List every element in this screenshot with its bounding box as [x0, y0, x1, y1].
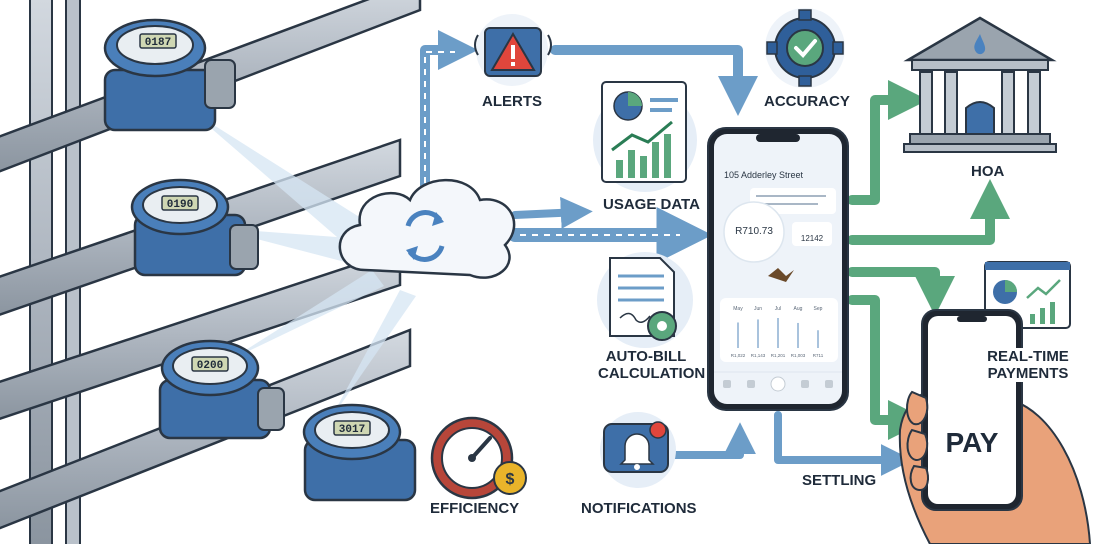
- hand-holding-phone: PAY: [898, 309, 1092, 544]
- label-auto-bill-line1: AUTO-BILL: [605, 348, 687, 365]
- water-meter-1: 0187: [103, 18, 236, 132]
- month-amount: R1,022: [731, 353, 746, 358]
- month-amount: R711: [813, 353, 824, 358]
- label-real-time-line2: PAYMENTS: [987, 365, 1069, 382]
- month-label: Jul: [775, 306, 781, 312]
- hoa-building-icon: [903, 16, 1057, 153]
- meter-3-reading: 0200: [197, 360, 223, 372]
- mobile-app-phone: 105 Adderley Street R710.73 12142 MayR1,…: [707, 127, 849, 411]
- label-auto-bill-line2: CALCULATION: [598, 365, 706, 382]
- month-amount: R1,003: [791, 353, 806, 358]
- meter-2-reading: 0190: [167, 199, 193, 211]
- auto-bill-document-icon: [597, 252, 693, 348]
- label-real-time-line1: REAL-TIME: [987, 348, 1069, 365]
- efficiency-gauge-icon: $: [430, 416, 527, 500]
- label-notifications: NOTIFICATIONS: [581, 500, 697, 517]
- accuracy-gear-icon: [765, 8, 845, 88]
- label-real-time-payments: REAL-TIME PAYMENTS: [980, 348, 1076, 382]
- label-usage-data: USAGE DATA: [603, 196, 700, 213]
- data-flow-dashes: [424, 51, 680, 236]
- label-efficiency: EFFICIENCY: [430, 500, 520, 517]
- label-auto-bill: AUTO-BILL CALCULATION: [598, 348, 706, 382]
- water-meter-3: 0200: [158, 339, 285, 440]
- label-alerts: ALERTS: [482, 93, 542, 110]
- cloud-sync-icon: [338, 178, 516, 279]
- data-flow-arrows-blue: [420, 30, 913, 476]
- month-amount: R1,201: [771, 353, 786, 358]
- phone-reading: 12142: [801, 234, 824, 243]
- month-label: May: [733, 306, 743, 312]
- phone-amount: R710.73: [735, 226, 773, 237]
- notification-bell-icon: [600, 412, 676, 488]
- month-label: Sep: [814, 306, 823, 312]
- month-label: Jun: [754, 306, 762, 312]
- label-settling: SETTLING: [802, 472, 877, 489]
- water-meter-4: 3017: [302, 403, 417, 502]
- label-accuracy: ACCURACY: [764, 93, 850, 110]
- month-amount: R1,143: [751, 353, 766, 358]
- meter-1-reading: 0187: [145, 37, 171, 49]
- payment-flow-arrows-green: [847, 80, 1010, 440]
- label-hoa: HOA: [971, 163, 1005, 180]
- svg-text:$: $: [506, 471, 515, 488]
- pay-button[interactable]: PAY: [946, 427, 999, 458]
- phone-address: 105 Adderley Street: [724, 170, 804, 180]
- meter-4-reading: 3017: [339, 424, 365, 436]
- usage-chart-icon: [593, 81, 697, 192]
- month-label: Aug: [794, 306, 803, 312]
- water-meter-2: 0190: [130, 178, 259, 277]
- alert-icon: [474, 14, 552, 86]
